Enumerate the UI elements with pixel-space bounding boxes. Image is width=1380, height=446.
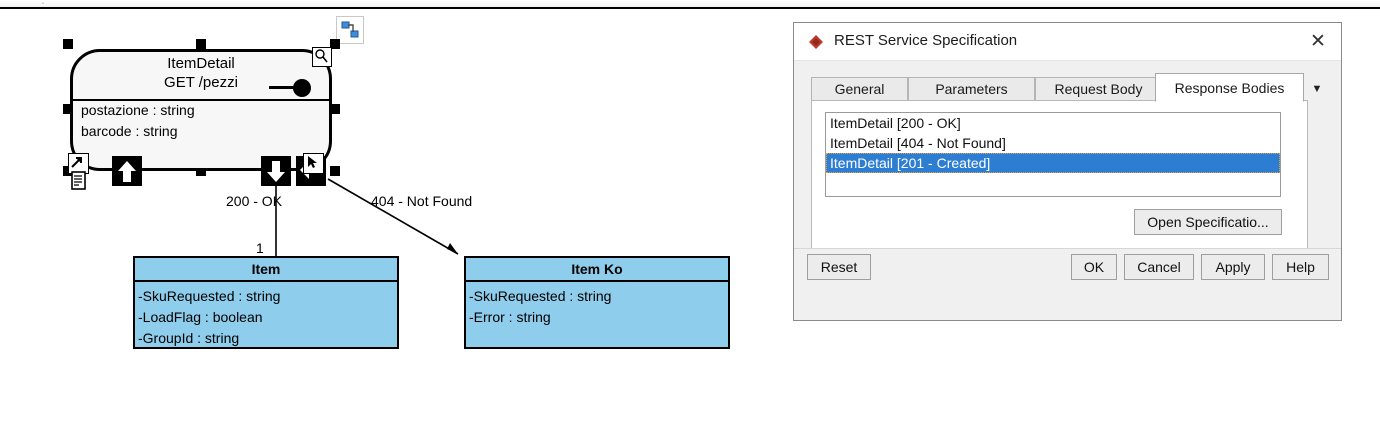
close-icon[interactable]: ✕ (1310, 31, 1326, 52)
rest-service-attribute: barcode : string (81, 123, 178, 139)
rest-service-separator (73, 99, 329, 101)
rest-service-attribute: postazione : string (81, 102, 195, 118)
cursor-arrow-icon (303, 153, 324, 174)
chevron-down-icon[interactable]: ▼ (1311, 83, 1323, 95)
reset-button[interactable]: Reset (807, 254, 871, 280)
tab-response-bodies[interactable]: Response Bodies (1155, 73, 1304, 102)
cancel-button[interactable]: Cancel (1124, 254, 1194, 280)
uml-class-name: Item Ko (466, 258, 728, 282)
uml-class-attributes: -SkuRequested : string -Error : string (466, 282, 728, 328)
uml-attribute: -SkuRequested : string (138, 288, 281, 304)
rest-service-specification-dialog[interactable]: REST Service Specification ✕ General Par… (793, 22, 1342, 321)
dialog-body: General Parameters Request Body Response… (794, 61, 1341, 285)
uml-class-itemko[interactable]: Item Ko -SkuRequested : string -Error : … (464, 256, 730, 349)
rest-service-attributes: postazione : string barcode : string (81, 100, 195, 142)
toolbar-strip: ▫ (0, 0, 1380, 9)
list-item[interactable]: ItemDetail [404 - Not Found] (830, 135, 1006, 151)
uml-class-attributes: -SkuRequested : string -LoadFlag : boole… (135, 282, 397, 349)
open-specification-button[interactable]: Open Specificatio... (1134, 209, 1282, 235)
selection-handle-tc[interactable] (196, 39, 206, 49)
dialog-titlebar: REST Service Specification ✕ (794, 23, 1341, 61)
help-button[interactable]: Help (1272, 254, 1329, 280)
selection-handle-mr[interactable] (330, 104, 340, 114)
magnifier-icon (312, 47, 332, 67)
output-pin-200[interactable] (261, 156, 291, 186)
tab-general[interactable]: General (811, 77, 908, 100)
uml-attribute: -LoadFlag : boolean (138, 309, 263, 325)
ok-button[interactable]: OK (1071, 254, 1117, 280)
input-pin[interactable] (112, 156, 142, 186)
selection-handle-ml[interactable] (63, 104, 73, 114)
dialog-title: REST Service Specification (834, 32, 1018, 49)
connector-label-200: 200 - OK (226, 193, 283, 209)
rest-service-title: ItemDetail (167, 55, 235, 72)
rest-service-operation: GET /pezzi (164, 74, 238, 91)
tab-request-body[interactable]: Request Body (1035, 77, 1162, 100)
uml-attribute: -SkuRequested : string (469, 288, 612, 304)
uml-class-item[interactable]: Item -SkuRequested : string -LoadFlag : … (133, 256, 399, 349)
selection-handle-br[interactable] (330, 166, 340, 176)
connector-layer (275, 178, 459, 257)
list-item-selected[interactable]: ItemDetail [201 - Created] (826, 153, 1280, 173)
tab-strip: General Parameters Request Body Response… (811, 73, 1326, 102)
selection-handle-tl[interactable] (63, 39, 73, 49)
tab-panel-response-bodies: ItemDetail [200 - OK] ItemDetail [404 - … (811, 100, 1308, 258)
quick-linker-icon[interactable] (336, 16, 364, 44)
uml-class-name: Item (135, 258, 397, 282)
connector-label-404: 404 - Not Found (371, 193, 473, 209)
tab-parameters[interactable]: Parameters (908, 77, 1035, 100)
document-icon (70, 171, 90, 193)
red-diamond-icon (808, 34, 824, 50)
selection-handle-bc[interactable] (196, 166, 206, 176)
dialog-footer: Reset OK Cancel Apply Help (794, 248, 1341, 285)
connector-multiplicity-200: 1 (256, 240, 264, 256)
response-bodies-list[interactable]: ItemDetail [200 - OK] ItemDetail [404 - … (825, 112, 1281, 197)
provided-interface-icon (269, 77, 315, 97)
apply-button[interactable]: Apply (1201, 254, 1265, 280)
uml-attribute: -Error : string (469, 309, 551, 325)
list-item[interactable]: ItemDetail [200 - OK] (830, 115, 961, 131)
uml-attribute: -GroupId : string (138, 330, 240, 346)
toolbar-ghost-icon: ▫ (42, 1, 45, 7)
rest-service-element[interactable]: ItemDetail GET /pezzi postazione : strin… (70, 49, 332, 171)
selection-handle-tr[interactable] (330, 39, 340, 49)
